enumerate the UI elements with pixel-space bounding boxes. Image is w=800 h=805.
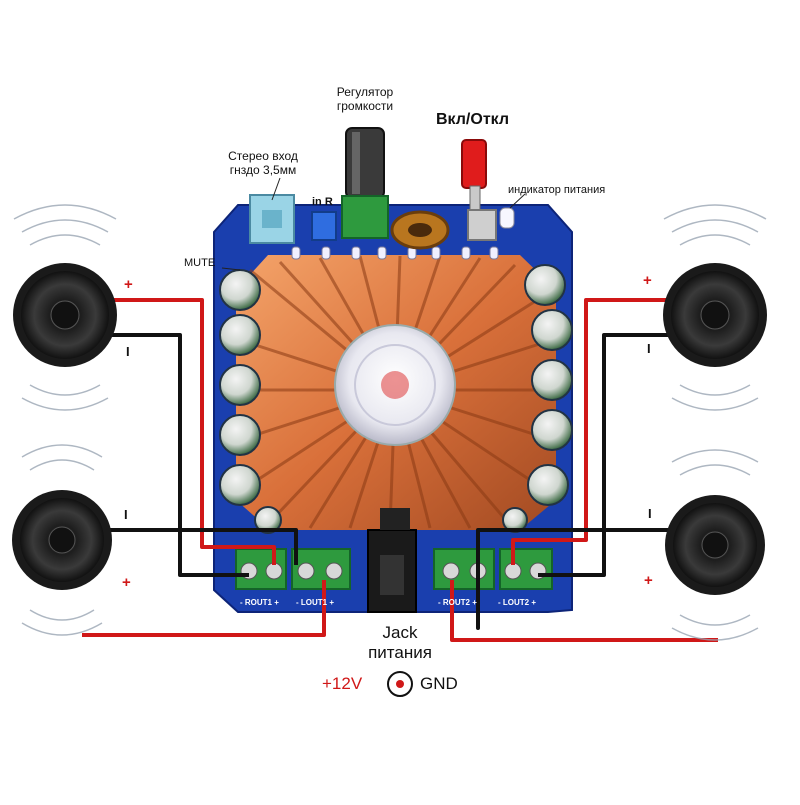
terminal-block-lout2[interactable] [499,548,553,590]
speaker-bottom-right [665,495,765,595]
silk-lout2: - LOUT2 + [498,598,537,607]
dc-power-jack[interactable] [367,508,417,613]
power-indicator-led [499,207,515,229]
cooling-fan [334,324,456,446]
terminal-block-rout1[interactable] [235,548,287,590]
gnd-label: GND [420,674,458,693]
inductor-coil [390,210,450,250]
power-indicator-label: индикатор питания [508,184,606,196]
plus12v-label: +12V [322,674,363,693]
wires-negative [80,333,718,630]
input-selector-switch[interactable] [311,211,337,241]
capacitors-left [219,269,282,534]
polarity-plus-bottom-left: + [122,574,131,591]
mute-label: MUTE [184,257,216,269]
terminal-block-lout1[interactable] [291,548,351,590]
polarity-minus-top-right: I [647,341,651,356]
led-row [291,246,499,260]
label-pointers [221,177,526,271]
polarity-minus-bottom-left: I [124,507,128,522]
silk-lout1: - LOUT1 + [296,598,335,607]
stereo-input-jack[interactable] [249,194,295,244]
wires-positive [80,298,718,642]
terminal-block-rout2[interactable] [433,548,495,590]
speaker-bottom-left [12,490,112,590]
capacitors-right [502,264,573,533]
power-switch-label: Вкл/Откл [436,111,510,128]
in-r-label: in R [312,196,333,208]
volume-potentiometer[interactable] [341,127,389,239]
polarity-plus-bottom-right: + [644,572,653,589]
stereo-input-label: Стерео вход гнздо 3,5мм [228,149,298,177]
speaker-top-right [663,263,767,367]
polarity-plus-top-right: + [643,272,652,289]
sound-waves-icon [13,204,767,641]
speaker-top-left [13,263,117,367]
silk-rout2: - ROUT2 + [438,598,477,607]
dc-jack-polarity-icon [387,671,413,697]
jack-power-label: Jack питания [368,623,432,662]
volume-regulator-label: Регулятор громкости [336,85,394,113]
polarity-minus-top-left: I [126,344,130,359]
power-switch[interactable] [461,139,497,241]
polarity-minus-bottom-right: I [648,506,652,521]
silk-rout1: - ROUT1 + [240,598,279,607]
polarity-plus-top-left: + [124,276,133,293]
